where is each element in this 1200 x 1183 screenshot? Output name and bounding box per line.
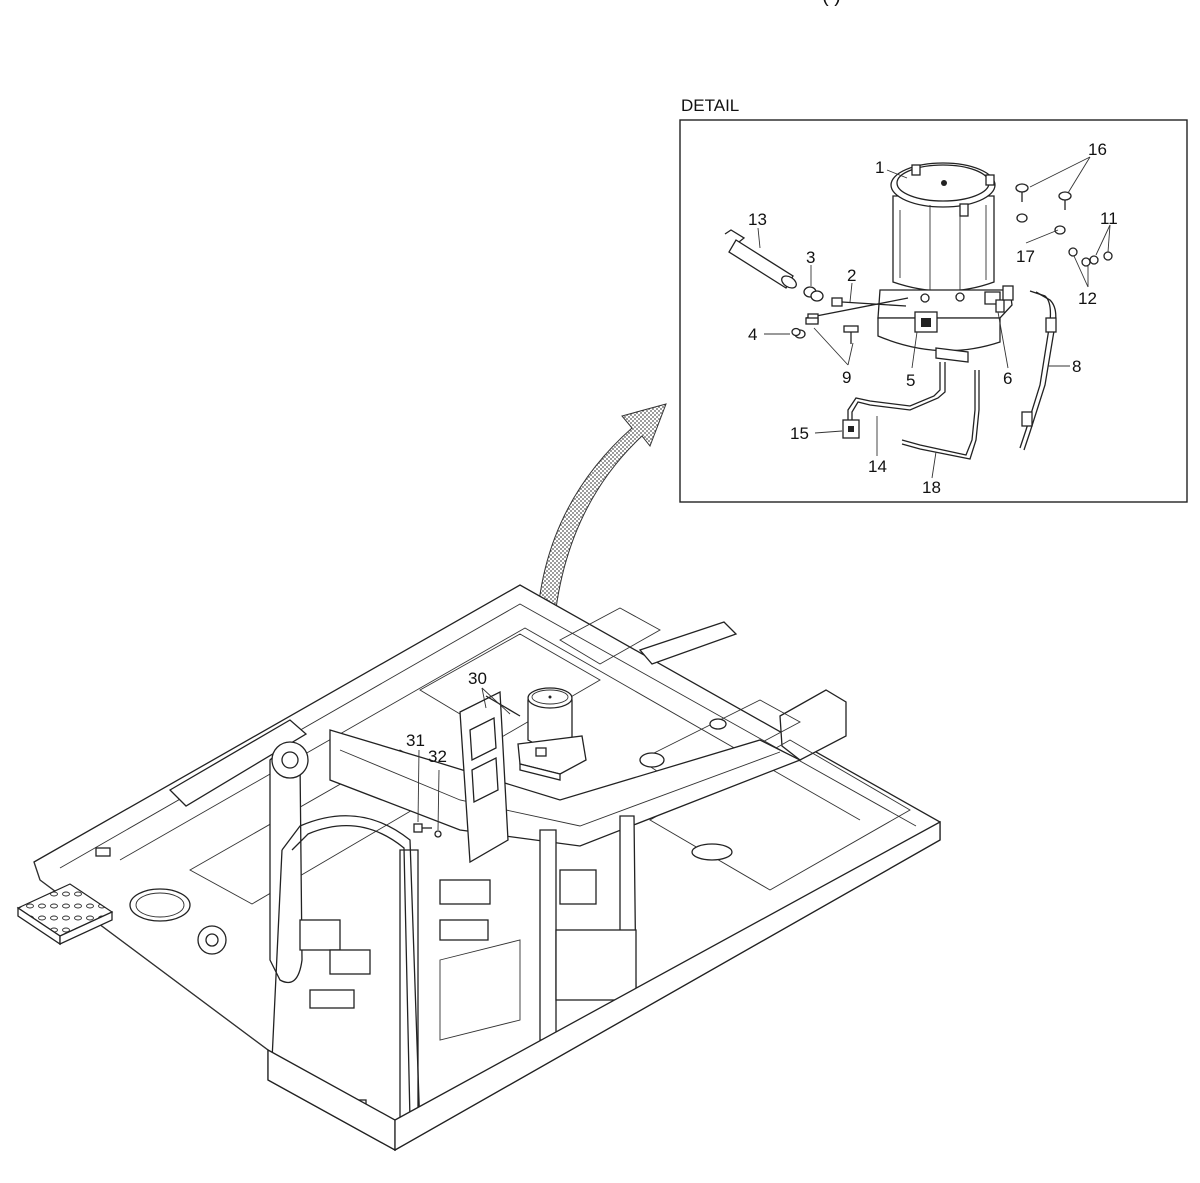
callout-17: 17: [1016, 247, 1035, 266]
upper-frame-drawing: [16, 584, 941, 1152]
callout-11: 11: [1100, 209, 1118, 228]
callout-12: 12: [1078, 289, 1097, 308]
callout-5: 5: [906, 371, 915, 390]
callout-30: 30: [468, 669, 487, 688]
callout-32: 32: [428, 747, 447, 766]
header-fragment: ( ): [822, 0, 841, 7]
fittings-drawing: [791, 286, 909, 344]
hose-assembly-drawing: [1019, 290, 1057, 451]
callout-13: 13: [748, 210, 767, 229]
callout-6: 6: [1003, 369, 1012, 388]
detail-leader-lines: [757, 156, 1111, 479]
installed-pump-drawing: [517, 687, 587, 781]
detail-panel: DETAIL: [679, 96, 1188, 503]
callout-31: 31: [406, 731, 425, 750]
detail-title: DETAIL: [681, 96, 739, 115]
callout-4: 4: [748, 325, 757, 344]
mounting-bracket-drawing: [459, 690, 521, 864]
callout-15: 15: [790, 424, 809, 443]
harness-drawing: [842, 362, 980, 460]
detail-frame: [679, 119, 1188, 503]
callout-16: 16: [1088, 140, 1107, 159]
callout-1: 1: [875, 158, 884, 177]
callout-18: 18: [922, 478, 941, 497]
callout-8: 8: [1072, 357, 1081, 376]
grease-cartridge-drawing: [724, 229, 797, 289]
main-leader-lines: [417, 687, 511, 831]
hardware-drawing: [1015, 183, 1113, 267]
pump-unit-drawing: [877, 162, 1014, 363]
callout-9: 9: [842, 368, 851, 387]
callout-14: 14: [868, 457, 887, 476]
callout-3: 3: [806, 248, 815, 267]
callout-2: 2: [847, 266, 856, 285]
bolt-washer-drawing: [413, 823, 442, 838]
